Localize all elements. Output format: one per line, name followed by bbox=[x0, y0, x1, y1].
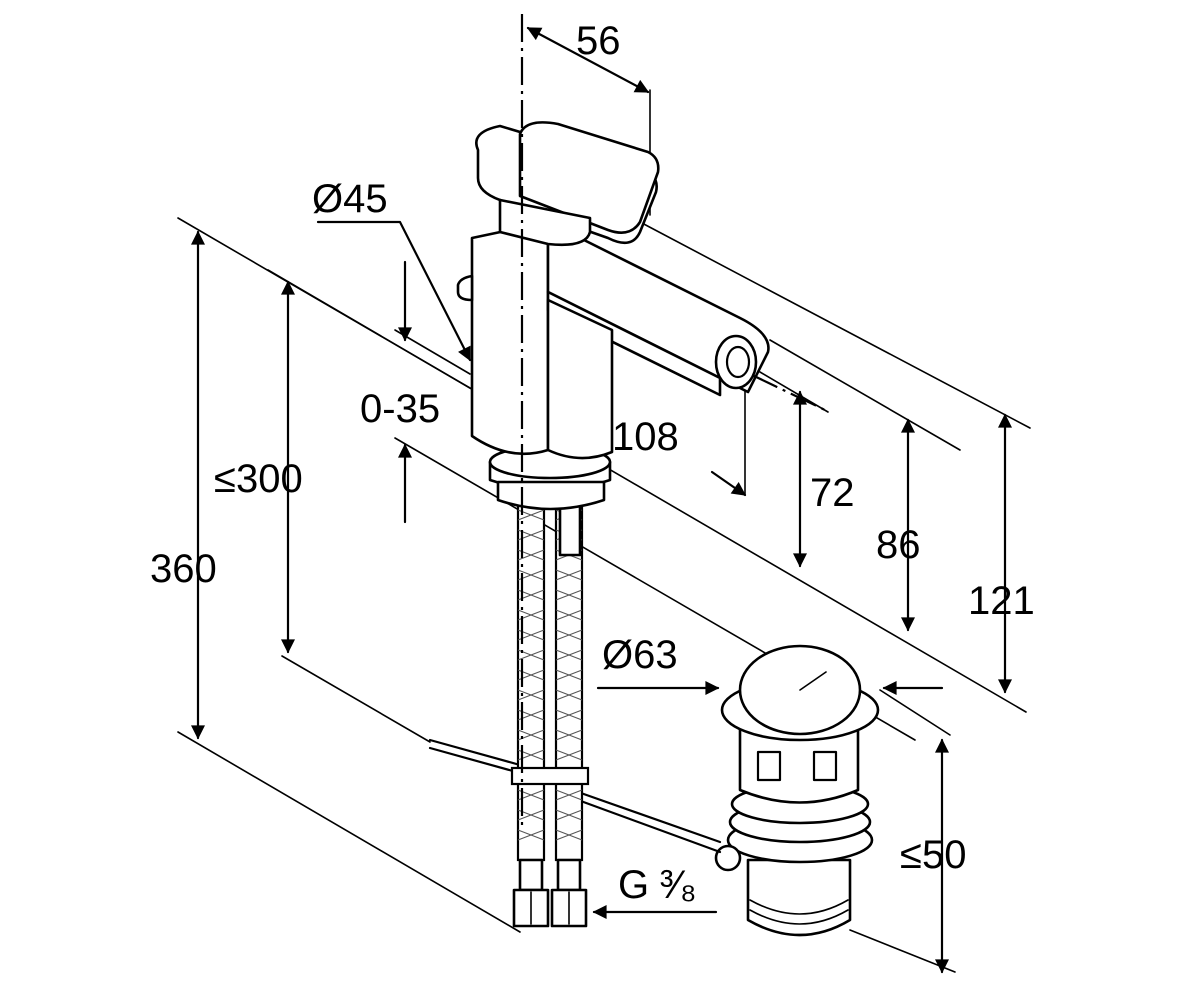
waste-slot-right bbox=[812, 750, 838, 782]
dim-56-arrow bbox=[526, 26, 650, 94]
extension-line-72-top bbox=[759, 371, 829, 413]
dim-108-arrow-right bbox=[710, 470, 747, 497]
spout-axis-line bbox=[751, 374, 826, 411]
label-360: 360 bbox=[150, 547, 217, 591]
extension-line-bottom-360 bbox=[177, 731, 521, 933]
label-72: 72 bbox=[810, 471, 855, 515]
label-121: 121 bbox=[968, 579, 1035, 623]
extension-line-bottom-300 bbox=[281, 655, 431, 743]
label-max-300: ≤300 bbox=[214, 457, 303, 501]
tap-body-front bbox=[470, 220, 550, 456]
label-thread-g: G bbox=[618, 863, 649, 907]
waste-tail bbox=[746, 858, 852, 937]
extension-line-50-bottom bbox=[849, 929, 956, 973]
hose-ferrule-right bbox=[556, 858, 582, 892]
label-diameter-45: Ø45 bbox=[312, 177, 388, 221]
hose-clip bbox=[510, 766, 590, 786]
pop-up-waste bbox=[714, 644, 880, 937]
extension-line-top-300 bbox=[267, 269, 471, 389]
label-max-50: ≤50 bbox=[900, 833, 966, 877]
extension-line-86-top bbox=[769, 339, 961, 451]
waste-plug-mark bbox=[799, 671, 827, 691]
waste-rod-fitting bbox=[714, 844, 742, 872]
fixing-nut bbox=[496, 480, 606, 511]
lever-top bbox=[518, 121, 660, 234]
label-0-35: 0-35 bbox=[360, 387, 440, 431]
label-56: 56 bbox=[576, 19, 621, 63]
extension-line-121-top bbox=[639, 221, 1031, 429]
extension-line-50-top bbox=[879, 689, 951, 736]
spout-outlet bbox=[725, 345, 751, 379]
label-108: 108 bbox=[612, 415, 679, 459]
pull-rod bbox=[428, 738, 722, 854]
tap-body-side bbox=[546, 298, 614, 460]
label-thread-fraction: ³⁄₈ bbox=[660, 863, 697, 907]
waste-body bbox=[738, 726, 860, 804]
pop-up-knob bbox=[456, 274, 474, 302]
spout-outlet-ring bbox=[714, 334, 758, 390]
waste-slot-left bbox=[756, 750, 782, 782]
flexible-hoses bbox=[510, 498, 590, 928]
hose-ferrule-left bbox=[518, 858, 544, 892]
hose-fitting-top bbox=[558, 503, 582, 557]
spout-arm bbox=[546, 220, 770, 394]
label-diameter-63: Ø63 bbox=[602, 633, 678, 677]
label-86: 86 bbox=[876, 523, 921, 567]
dim-45-leader bbox=[316, 220, 472, 362]
dimension-labels: 56 Ø45 0-35 ≤300 360 108 72 86 121 Ø63 ≤… bbox=[150, 19, 1035, 907]
